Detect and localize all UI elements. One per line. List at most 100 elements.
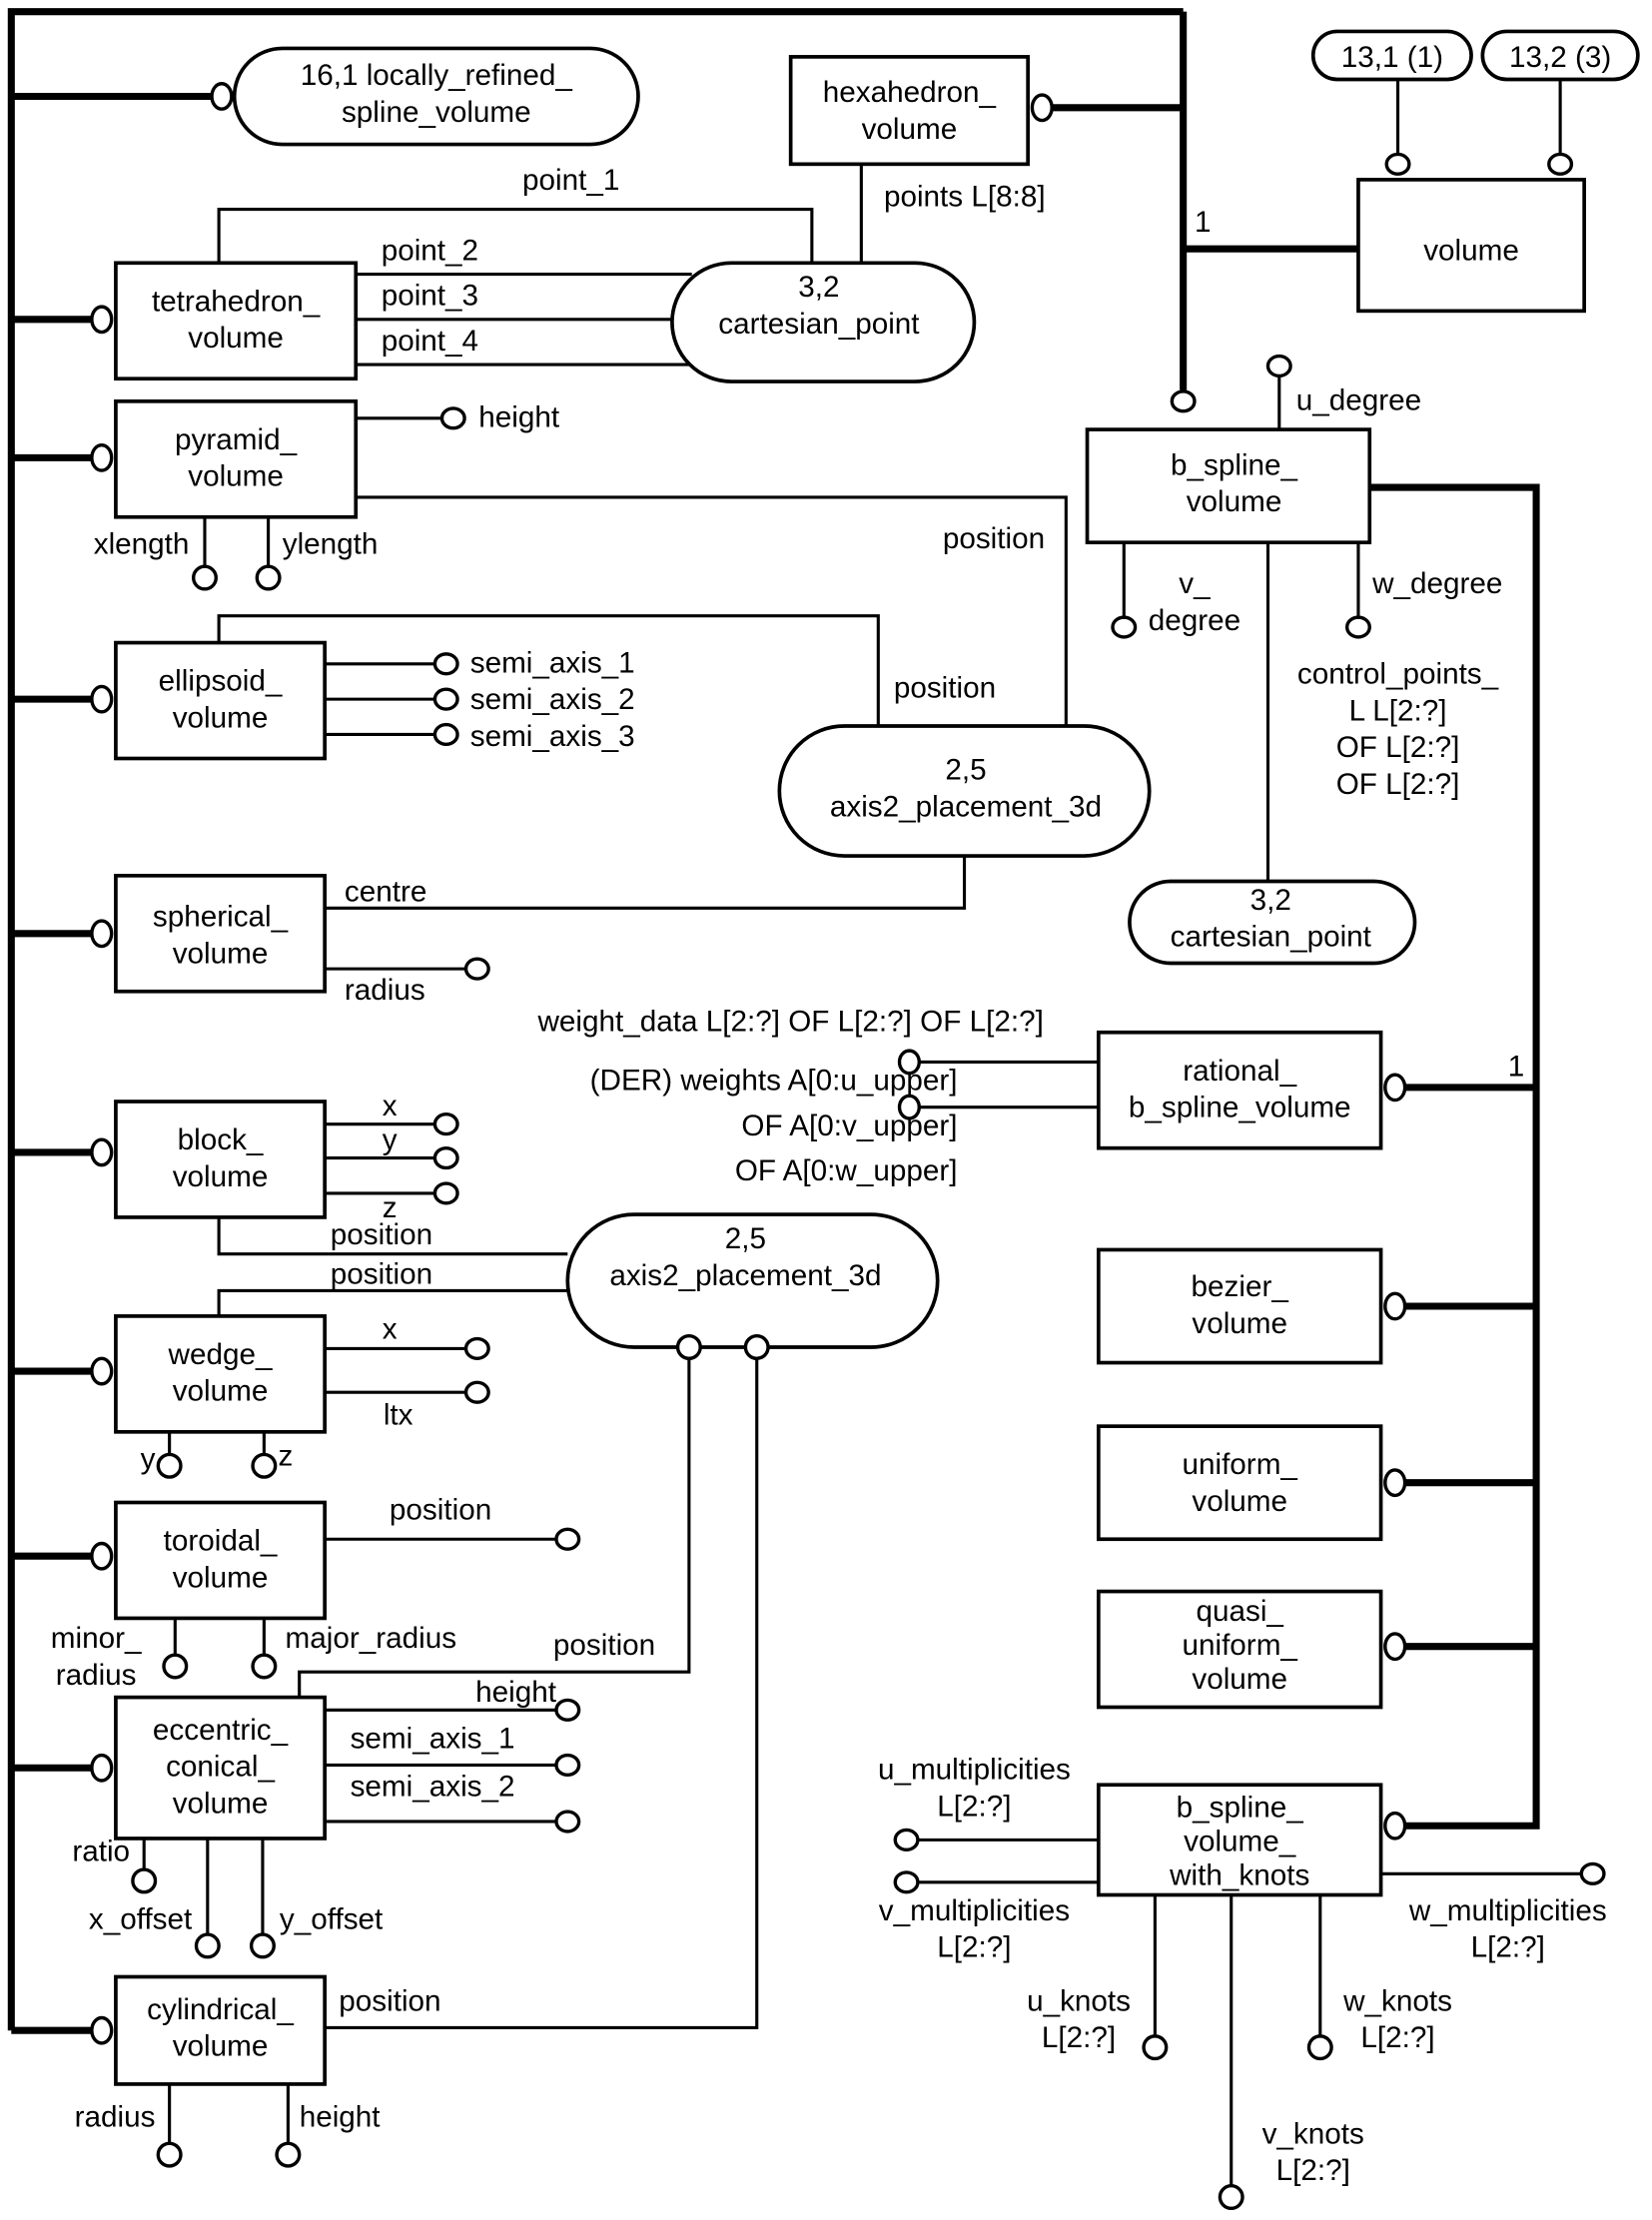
quasi-uniform-volume-box[interactable] (1097, 1589, 1383, 1710)
semi-axis-1-label: semi_axis_1 (470, 646, 635, 679)
pyramid-volume-box[interactable] (114, 398, 359, 519)
cyl-position-label: position (339, 1984, 440, 2017)
axis2-placement-ref-upper[interactable] (777, 724, 1152, 858)
semi-axis-3-label: semi_axis_3 (470, 720, 635, 753)
u-degree-end (1265, 354, 1292, 378)
weight-data-label: weight_data L[2:?] OF L[2:?] OF L[2:?] (536, 1005, 1043, 1038)
eccentric-label: eccentric_conical_volume (153, 1714, 289, 1821)
point-1-line (217, 208, 814, 264)
locally-refined-end (210, 82, 234, 111)
cyl-radius-end (156, 2141, 183, 2168)
ellipsoid-end (90, 684, 114, 714)
ecc-semi-2-label: semi_axis_2 (351, 1771, 515, 1804)
wedge-x-label: x (383, 1313, 398, 1346)
cylindrical-label: cylindrical_volume (147, 1993, 294, 2063)
v-degree-end (1111, 615, 1138, 639)
minor-radius-end (162, 1653, 189, 1680)
toroidal-volume-box[interactable] (114, 1500, 327, 1621)
hexahedron-volume-box[interactable] (788, 55, 1030, 167)
ltx-end (463, 1380, 490, 1404)
volume-box[interactable] (1356, 178, 1586, 314)
locally-refined-label: 16,1 locally_refined_spline_volume (301, 59, 573, 129)
cartesian-point-ref-right[interactable] (1128, 879, 1417, 966)
axis2-end-1 (675, 1333, 702, 1361)
with-knots-end (1383, 1811, 1407, 1841)
semi-axis-2-label: semi_axis_2 (470, 683, 635, 716)
tetrahedron-volume-box[interactable] (114, 261, 359, 381)
point-1-label: point_1 (522, 164, 619, 197)
weights-end (897, 1094, 921, 1120)
w-degree-end (1344, 615, 1371, 639)
w-knots-end (1306, 2034, 1333, 2061)
b-spline-one-label: 1 (1508, 1051, 1525, 1084)
uniform-end (1383, 1468, 1407, 1498)
hexahedron-label: hexahedron_volume (823, 76, 997, 146)
uniform-label: uniform_volume (1182, 1448, 1297, 1518)
toroidal-end (90, 1541, 114, 1571)
b-spline-volume-with-knots-box[interactable] (1097, 1783, 1383, 1897)
block-position-line (217, 1216, 568, 1256)
block-z-label: z (383, 1191, 398, 1224)
volume-subtype-bus (7, 8, 1184, 2031)
ltx-label: ltx (384, 1399, 413, 1432)
ref-13-1[interactable] (1310, 29, 1473, 82)
block-label: block_volume (173, 1123, 269, 1193)
eccentric-end (90, 1753, 114, 1783)
wedge-z-label: z (278, 1440, 293, 1473)
wedge-position-label: position (331, 1257, 432, 1290)
quasi-label: quasi_uniform_volume (1182, 1595, 1297, 1696)
ecc-semi-2-end (554, 1810, 581, 1834)
uniform-volume-box[interactable] (1097, 1424, 1383, 1542)
labels: 16,1 locally_refined_spline_volume hexahe… (51, 41, 1611, 2187)
xlength-label: xlength (94, 528, 190, 561)
v-knots-end (1218, 2184, 1244, 2211)
ecc-position-line (298, 1358, 691, 1704)
ref-13-2[interactable] (1480, 29, 1640, 82)
locally-refined-ref[interactable] (232, 46, 640, 147)
pyramid-label: pyramid_volume (175, 423, 298, 493)
cylindrical-volume-box[interactable] (114, 1974, 327, 2086)
spherical-label: spherical_volume (153, 901, 289, 971)
x-offset-label: x_offset (89, 1902, 193, 1935)
eccentric-conical-volume-box[interactable] (114, 1695, 327, 1841)
wedge-volume-box[interactable] (114, 1314, 327, 1434)
w-mult-end (1579, 1861, 1606, 1885)
spherical-end (90, 919, 114, 949)
ecc-semi-1-end (554, 1753, 581, 1778)
wedge-label: wedge_volume (168, 1338, 273, 1408)
ref-13-2-label: 13,2 (3) (1509, 41, 1611, 74)
y-offset-end (249, 1932, 276, 1959)
points-label: points L[8:8] (884, 181, 1046, 214)
weight-data-end (897, 1049, 921, 1076)
tetrahedron-end (90, 305, 114, 335)
spherical-volume-box[interactable] (114, 873, 327, 994)
block-volume-box[interactable] (114, 1100, 327, 1219)
wedge-z-end (251, 1452, 278, 1479)
cartesian-point-ref-top[interactable] (670, 261, 977, 383)
ylength-label: ylength (283, 528, 379, 561)
b-spline-volume-box[interactable] (1085, 427, 1372, 545)
rational-b-spline-volume-box[interactable] (1097, 1030, 1383, 1150)
xlength-end (191, 564, 218, 591)
x-offset-end (194, 1932, 221, 1959)
semi-axis-2-end (432, 687, 459, 711)
pyr-height-label: height (478, 400, 560, 433)
semi-axis-3-end (432, 722, 459, 747)
cyl-position-line (322, 1358, 759, 2029)
ylength-end (255, 564, 282, 591)
block-x-label: x (383, 1090, 398, 1122)
cylindrical-end (90, 2015, 114, 2045)
pyr-position-line (353, 495, 1068, 726)
bezier-volume-box[interactable] (1097, 1247, 1383, 1365)
sph-radius-label: radius (345, 974, 425, 1007)
block-y-label: y (383, 1123, 398, 1156)
wedge-position-line (217, 1288, 568, 1316)
ellipsoid-volume-box[interactable] (114, 640, 327, 761)
